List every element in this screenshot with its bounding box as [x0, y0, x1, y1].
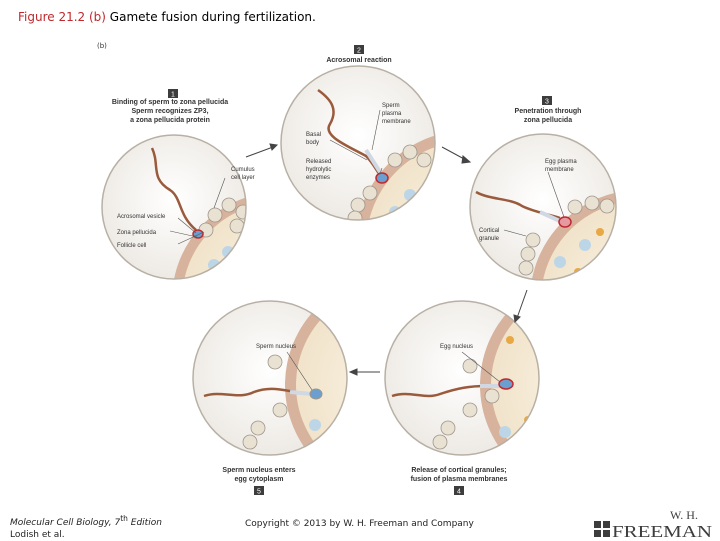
label-sperm-nucleus: Sperm nucleus [256, 344, 296, 350]
step-4-caption-line-2: fusion of plasma membranes [411, 476, 508, 483]
label-egg-membrane-2: membrane [545, 167, 574, 173]
label-cumulus-2: cell layer [231, 175, 255, 181]
figure-number: Figure 21.2 (b) [18, 10, 106, 24]
figure-caption: Gamete fusion during fertilization. [109, 10, 316, 24]
leader-lines [169, 109, 565, 391]
step-3-caption-line-1: Penetration through [515, 108, 582, 115]
step-number-2: 2 [354, 45, 364, 55]
step-number-4: 4 [454, 486, 464, 496]
step-5-caption-line-1: Sperm nucleus enters [222, 467, 295, 474]
fertilization-diagram: 1 2 3 4 5 Binding of sperm to zona pellu… [101, 45, 617, 496]
edition-sup: th [120, 514, 128, 523]
step-3-circle [469, 133, 617, 281]
step-number-5: 5 [254, 486, 264, 496]
arrow-3-to-4 [513, 289, 528, 324]
panel-label: (b) [97, 42, 107, 50]
arrow-4-to-5 [348, 368, 380, 376]
label-egg-nucleus: Egg nucleus [440, 344, 473, 350]
step-1-caption-line-1: Binding of sperm to zona pellucida [112, 99, 228, 106]
authors: Lodish et al. [10, 530, 65, 540]
svg-text:5: 5 [257, 489, 261, 496]
label-hydrolytic-1: Released [306, 159, 331, 165]
freeman-logo: W. H. FREEMAN [594, 508, 712, 538]
label-sperm-membrane-1: Sperm [382, 103, 400, 109]
label-acrosomal-vesicle: Acrosomal vesicle [117, 214, 166, 220]
label-cortical-granule-2: granule [479, 236, 500, 242]
label-hydrolytic-2: hydrolytic [306, 167, 331, 173]
label-follicle-cell: Follicle cell [117, 243, 146, 249]
label-hydrolytic-3: enzymes [306, 175, 330, 181]
label-basal-body-1: Basal [306, 132, 321, 138]
svg-text:1: 1 [171, 92, 175, 99]
svg-text:3: 3 [545, 99, 549, 106]
book-title: Molecular Cell Biology, 7 [10, 518, 121, 528]
copyright-notice: Copyright © 2013 by W. H. Freeman and Co… [245, 519, 474, 529]
arrow-1-to-2 [245, 143, 279, 158]
step-1-caption-line-2: Sperm recognizes ZP3, [131, 108, 208, 115]
step-number-1: 1 [168, 89, 178, 99]
logo-bottom-text: FREEMAN [612, 522, 712, 538]
step-number-3: 3 [542, 96, 552, 106]
logo-top-text: W. H. [670, 508, 698, 522]
label-egg-membrane-1: Egg plasma [545, 159, 577, 165]
svg-text:4: 4 [457, 489, 461, 496]
book-credit: Molecular Cell Biology, 7th Edition Lodi… [10, 513, 162, 541]
arrow-2-to-3 [441, 146, 472, 164]
step-2-caption-line-1: Acrosomal reaction [326, 57, 391, 64]
label-basal-body-2: body [306, 140, 319, 146]
step-1-caption-line-3: a zona pellucida protein [130, 117, 210, 124]
step-1-circle [101, 134, 247, 280]
step-4-caption-line-1: Release of cortical granules; [411, 467, 506, 474]
edition-text: Edition [127, 518, 162, 528]
step-3-caption-line-2: zona pellucida [524, 117, 572, 124]
label-cumulus-1: Cumulus [231, 167, 255, 173]
label-cortical-granule-1: Cortical [479, 228, 499, 234]
label-sperm-membrane-2: plasma [382, 111, 402, 117]
label-sperm-membrane-3: membrane [382, 119, 411, 125]
step-4-circle [384, 300, 540, 456]
step-5-caption-line-2: egg cytoplasm [234, 476, 283, 483]
svg-text:2: 2 [357, 48, 361, 55]
label-zona-pellucida: Zona pellucida [117, 230, 157, 236]
figure-title: Figure 21.2 (b) Gamete fusion during fer… [18, 10, 316, 24]
